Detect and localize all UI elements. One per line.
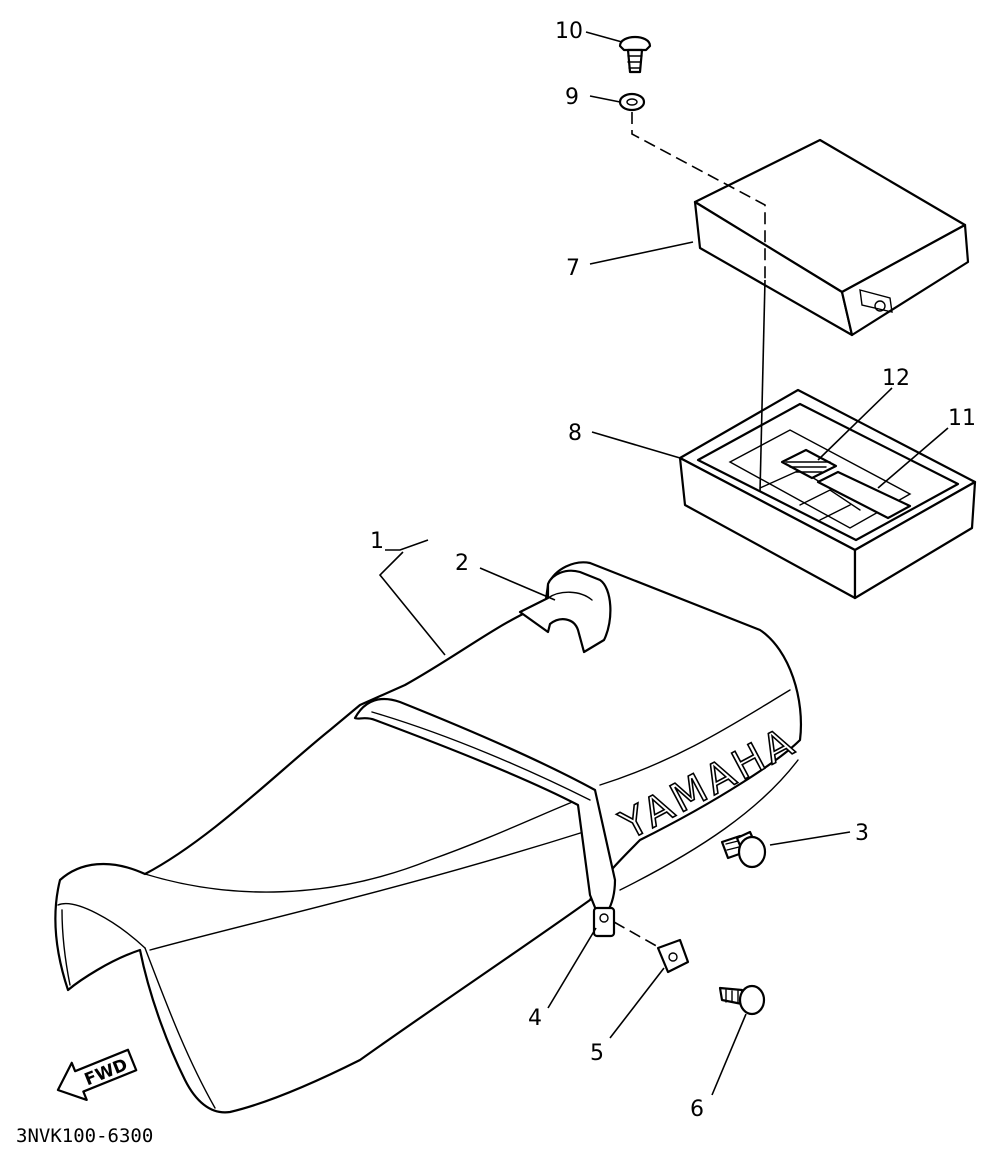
leader-5: [609, 967, 665, 1039]
callout-11: 11: [948, 406, 976, 431]
seat-front-side: [144, 947, 216, 1109]
tray-inner: [696, 402, 960, 542]
seat-cushion-side: [149, 829, 591, 951]
seat-cushion-crease: [144, 794, 591, 893]
forward-arrow: FWD: [56, 1048, 138, 1102]
seat-rear-panel: [599, 689, 791, 786]
washer-9-ring: [618, 92, 646, 112]
seat: YAMAHA: [54, 561, 805, 1114]
leader-8: [591, 431, 681, 459]
seat-hook: [518, 569, 612, 654]
leader-6: [711, 1013, 747, 1096]
callout-9: 9: [565, 85, 579, 110]
leader-7: [589, 241, 694, 265]
box-tray-8: [678, 388, 977, 600]
bracket-hole: [599, 913, 609, 923]
seat-rear-bottom: [619, 759, 799, 891]
leader-lines: [378, 31, 949, 1096]
seat-strap-edge: [371, 711, 591, 801]
bolt-3-head: [737, 835, 767, 869]
leader-10: [585, 31, 623, 43]
callout-1: 1: [370, 529, 384, 554]
callout-labels: 1 2 3 4 5 6 7 8 9 10 11 12: [370, 19, 976, 1122]
fwd-arrow-icon: [56, 1048, 138, 1102]
tool-11: [816, 470, 912, 520]
clip-nut-body: [656, 938, 690, 974]
bolt-6: [718, 984, 766, 1016]
figure-code: 3NVK100-6300: [16, 1125, 153, 1147]
leader-4: [547, 927, 597, 1009]
washer-9: [618, 92, 646, 112]
leader-3: [769, 831, 851, 846]
leader-1a: [385, 539, 429, 551]
callout-8: 8: [568, 421, 582, 446]
tray-compartment: [728, 429, 912, 529]
clip-nut-5: [656, 938, 690, 974]
bolt-6-head: [738, 984, 766, 1016]
hook-curve: [547, 591, 593, 601]
tray-side: [853, 480, 977, 600]
callout-4: 4: [528, 1006, 542, 1031]
leader-1b: [378, 551, 446, 656]
callout-2: 2: [455, 551, 469, 576]
box-lid-7: [693, 138, 970, 337]
callout-10: 10: [555, 19, 583, 44]
assembly-line-solid: [759, 279, 766, 493]
callout-12: 12: [882, 366, 910, 391]
callout-7: 7: [566, 256, 580, 281]
callout-5: 5: [590, 1041, 604, 1066]
screw-10-head: [618, 35, 652, 52]
leader-12: [817, 387, 893, 461]
seat-outline: [54, 561, 802, 1114]
assembly-line-bracket: [613, 921, 661, 949]
assembly-line: [631, 112, 766, 280]
hook-body: [518, 569, 612, 654]
screw-10: [618, 35, 652, 74]
lid-latch: [859, 289, 893, 313]
leader-9: [589, 95, 621, 103]
leader-11: [877, 427, 949, 489]
callout-6: 6: [690, 1097, 704, 1122]
seat-nose-edge: [61, 909, 71, 986]
seat-nose-inner: [57, 903, 146, 949]
leader-2: [479, 567, 556, 601]
bolt-3: [720, 830, 767, 869]
callout-3: 3: [855, 821, 869, 846]
